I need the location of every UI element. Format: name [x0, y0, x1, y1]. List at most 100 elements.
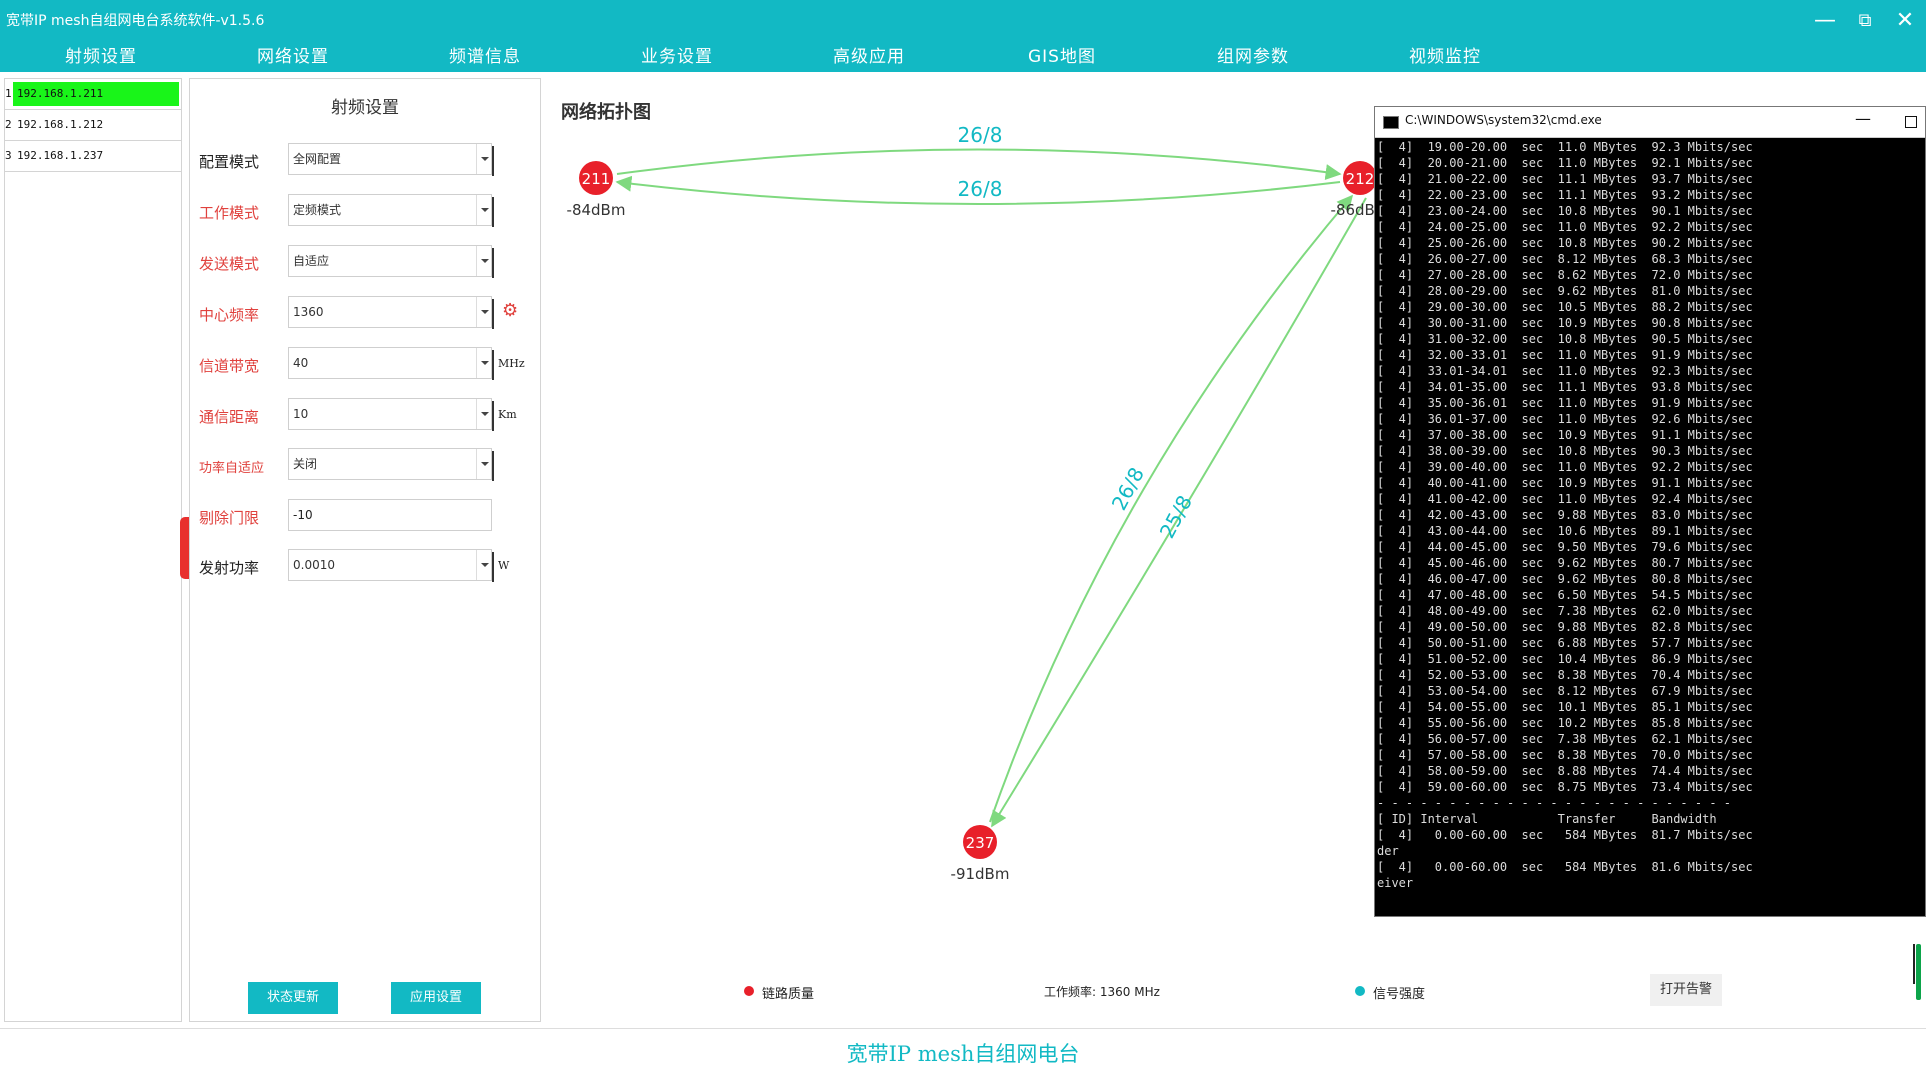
link-quality-dot-icon	[744, 986, 754, 996]
minimize-button[interactable]: —	[1814, 8, 1836, 33]
topology-node[interactable]	[579, 161, 613, 195]
power-adaptive-value: 关闭	[293, 457, 318, 471]
link-label: 26/8	[958, 177, 1003, 201]
work-mode-label: 工作模式	[199, 204, 260, 222]
menu-spectrum-info[interactable]: 频谱信息	[449, 47, 521, 67]
device-ip: 192.168.1.211	[13, 82, 179, 106]
cmd-line: [ 4] 22.00-23.00 sec 11.1 MBytes 93.2 Mb…	[1377, 188, 1753, 202]
distance-value: 10	[293, 407, 309, 421]
bandwidth-unit: MHz	[498, 357, 525, 370]
center-freq-select[interactable]: 1360	[288, 296, 494, 329]
cmd-line: [ 4] 30.00-31.00 sec 10.9 MBytes 90.8 Mb…	[1377, 316, 1753, 330]
topology-title: 网络拓扑图	[561, 102, 651, 123]
cmd-line: [ 4] 39.00-40.00 sec 11.0 MBytes 92.2 Mb…	[1377, 460, 1753, 474]
cmd-line: [ 4] 58.00-59.00 sec 8.88 MBytes 74.4 Mb…	[1377, 764, 1753, 778]
cmd-line: [ 4] 0.00-60.00 sec 584 MBytes 81.7 Mbit…	[1377, 828, 1753, 842]
main-menu: 射频设置 网络设置 频谱信息 业务设置 高级应用 GIS地图 组网参数 视频监控	[0, 38, 1926, 72]
cmd-window[interactable]: C:\WINDOWS\system32\cmd.exe — [ 4] 19.00…	[1374, 106, 1926, 917]
cmd-line: - - - - - - - - - - - - - - - - - - - - …	[1377, 796, 1732, 810]
cmd-line: [ 4] 53.00-54.00 sec 8.12 MBytes 67.9 Mb…	[1377, 684, 1753, 698]
node-id-label: 212	[1346, 170, 1375, 188]
cmd-maximize-button[interactable]	[1905, 116, 1917, 128]
link-line	[991, 197, 1367, 828]
chevron-down-icon	[476, 144, 491, 174]
cmd-line: [ 4] 34.01-35.00 sec 11.1 MBytes 93.8 Mb…	[1377, 380, 1753, 394]
collapse-panel-tab[interactable]	[180, 517, 189, 579]
node-id-label: 211	[582, 170, 611, 188]
cmd-line: [ 4] 37.00-38.00 sec 10.9 MBytes 91.1 Mb…	[1377, 428, 1753, 442]
link-line	[616, 148, 1342, 180]
power-adaptive-label: 功率自适应	[199, 461, 265, 476]
apply-settings-button[interactable]: 应用设置	[391, 982, 481, 1014]
menu-service-settings[interactable]: 业务设置	[641, 47, 713, 67]
link-label: 26/8	[958, 123, 1003, 147]
node-rssi-label: -91dBm	[951, 865, 1010, 883]
bandwidth-select[interactable]: 40	[288, 347, 494, 380]
close-button[interactable]: ✕	[1895, 8, 1915, 33]
cmd-line: der	[1377, 844, 1399, 858]
legend-signal-strength: 信号强度	[1373, 987, 1426, 1002]
device-row[interactable]: 1 192.168.1.211	[5, 79, 181, 110]
center-freq-label: 中心频率	[199, 306, 260, 324]
cmd-line: [ 4] 20.00-21.00 sec 11.0 MBytes 92.1 Mb…	[1377, 156, 1753, 170]
work-mode-select[interactable]: 定频模式	[288, 194, 494, 227]
tx-power-label: 发射功率	[199, 559, 260, 577]
cmd-line: [ 4] 21.00-22.00 sec 11.1 MBytes 93.7 Mb…	[1377, 172, 1753, 186]
legend-work-frequency: 工作频率: 1360 MHz	[1044, 985, 1160, 999]
menu-network-settings[interactable]: 网络设置	[257, 47, 329, 67]
menu-network-params[interactable]: 组网参数	[1217, 47, 1289, 67]
menu-gis-map[interactable]: GIS地图	[1028, 47, 1096, 67]
cmd-line: [ 4] 29.00-30.00 sec 10.5 MBytes 88.2 Mb…	[1377, 300, 1753, 314]
tx-power-unit: W	[498, 559, 510, 572]
panel-title: 射频设置	[331, 98, 399, 118]
cmd-line: [ 4] 56.00-57.00 sec 7.38 MBytes 62.1 Mb…	[1377, 732, 1753, 746]
device-row[interactable]: 3 192.168.1.237	[5, 141, 181, 172]
cmd-line: [ 4] 0.00-60.00 sec 584 MBytes 81.6 Mbit…	[1377, 860, 1753, 874]
chevron-down-icon	[476, 195, 491, 225]
menu-video-monitor[interactable]: 视频监控	[1409, 47, 1481, 67]
topology-node[interactable]	[1343, 161, 1377, 195]
scrollbar-thumb[interactable]	[1916, 944, 1921, 1000]
cmd-line: [ 4] 46.00-47.00 sec 9.62 MBytes 80.8 Mb…	[1377, 572, 1753, 586]
device-row[interactable]: 2 192.168.1.212	[5, 110, 181, 141]
send-mode-select[interactable]: 自适应	[288, 245, 494, 278]
distance-select[interactable]: 10	[288, 398, 494, 431]
open-alarm-button[interactable]: 打开告警	[1650, 974, 1722, 1006]
chevron-down-icon	[476, 399, 491, 429]
cmd-title-bar[interactable]: C:\WINDOWS\system32\cmd.exe —	[1375, 107, 1925, 138]
topology-node[interactable]	[963, 825, 997, 859]
device-index: 2	[5, 118, 12, 131]
menu-advanced[interactable]: 高级应用	[833, 47, 905, 67]
scrollbar-track	[1913, 944, 1915, 984]
distance-unit: Km	[498, 408, 517, 421]
bandwidth-label: 信道带宽	[199, 357, 260, 375]
footer-divider	[0, 1028, 1926, 1029]
config-mode-select[interactable]: 全网配置	[288, 143, 494, 176]
device-index: 3	[5, 149, 12, 162]
cmd-output[interactable]: [ 4] 19.00-20.00 sec 11.0 MBytes 92.3 Mb…	[1377, 139, 1923, 915]
link-label: 26/8	[1107, 463, 1149, 514]
cmd-line: [ 4] 36.01-37.00 sec 11.0 MBytes 92.6 Mb…	[1377, 412, 1753, 426]
cmd-line: [ 4] 50.00-51.00 sec 6.88 MBytes 57.7 Mb…	[1377, 636, 1753, 650]
terminal-icon	[1383, 116, 1399, 129]
cmd-line: [ 4] 59.00-60.00 sec 8.75 MBytes 73.4 Mb…	[1377, 780, 1753, 794]
restore-button[interactable]: ⧉	[1858, 10, 1872, 31]
cmd-line: [ ID] Interval Transfer Bandwidth	[1377, 812, 1717, 826]
device-list: 1 192.168.1.211 2 192.168.1.212 3 192.16…	[4, 78, 182, 1022]
cmd-line: [ 4] 35.00-36.01 sec 11.0 MBytes 91.9 Mb…	[1377, 396, 1753, 410]
cmd-line: [ 4] 32.00-33.01 sec 11.0 MBytes 91.9 Mb…	[1377, 348, 1753, 362]
refresh-status-button[interactable]: 状态更新	[248, 982, 338, 1014]
device-ip: 192.168.1.237	[17, 149, 104, 162]
cmd-line: [ 4] 45.00-46.00 sec 9.62 MBytes 80.7 Mb…	[1377, 556, 1753, 570]
node-rssi-label: -84dBm	[567, 201, 626, 219]
cmd-line: [ 4] 23.00-24.00 sec 10.8 MBytes 90.1 Mb…	[1377, 204, 1753, 218]
menu-rf-settings[interactable]: 射频设置	[65, 47, 137, 67]
send-mode-label: 发送模式	[199, 255, 260, 273]
cmd-minimize-button[interactable]: —	[1855, 109, 1871, 128]
power-adaptive-select[interactable]: 关闭	[288, 448, 494, 481]
gear-icon[interactable]: ⚙	[502, 300, 519, 321]
tx-power-select[interactable]: 0.0010	[288, 549, 494, 582]
threshold-input[interactable]: -10	[288, 499, 492, 531]
node-id-label: 237	[966, 834, 995, 852]
